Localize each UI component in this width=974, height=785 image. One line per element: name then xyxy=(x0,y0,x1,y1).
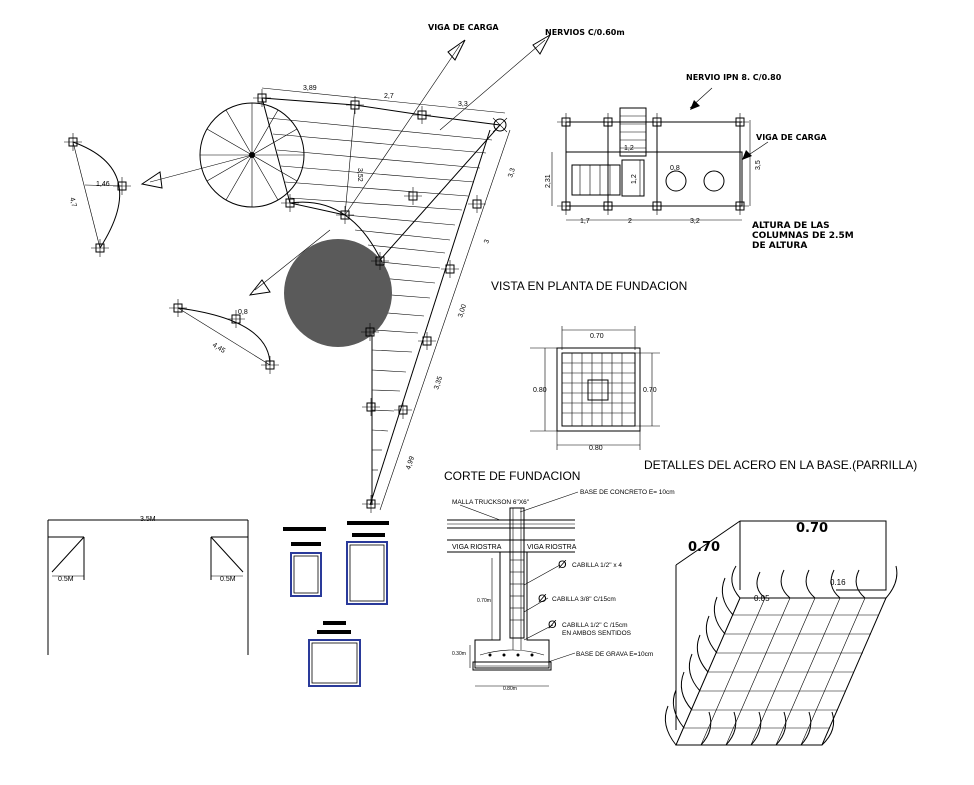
foundation-section: CORTE DE FUNDACION MALLA TRUCKSON 6"X6" xyxy=(444,469,675,692)
curved-edge xyxy=(289,201,383,263)
iso-dim-005: 0.05 xyxy=(754,594,770,603)
plan-dim-9: 0,8 xyxy=(238,309,248,316)
beam-detail: NERVIO IPN 8. C/0.80 VIGA DE CARGA 2,31 … xyxy=(545,73,854,251)
plan-ribs xyxy=(267,117,493,471)
plan-dim-7: 1,46 xyxy=(96,181,110,188)
beam-dim-7: 2 xyxy=(628,218,632,225)
large-circular-column xyxy=(284,239,392,347)
spiral-stair xyxy=(199,102,305,208)
parrilla-plan: 0.70 0.80 0.70 0.80 DETALLES DEL ACERO E… xyxy=(530,326,917,472)
plan-callout-nervios: NERVIOS C/0.60m xyxy=(545,28,625,37)
beam-callout-nervio: NERVIO IPN 8. C/0.80 xyxy=(686,73,782,82)
beam-dim-3: 1,2 xyxy=(631,174,638,184)
corte-base-concreto-label: BASE DE CONCRETO E= 10cm xyxy=(580,489,675,496)
corte-cabilla-1: CABILLA 1/2" x 4 xyxy=(572,562,622,569)
plan-dim-2: 2,7 xyxy=(384,93,394,100)
diameter-icon-1: Ø xyxy=(558,559,567,571)
beam-dim-6: 1,7 xyxy=(580,218,590,225)
portal-frame: 3.5M 0.5M 0.5M xyxy=(47,516,249,655)
frame-right-label: 0.5M xyxy=(220,576,236,583)
corte-title: CORTE DE FUNDACION xyxy=(444,469,580,483)
plan-dim-6: 3 xyxy=(483,239,491,245)
beam-dim-2: 1,2 xyxy=(624,145,634,152)
corte-malla-label: MALLA TRUCKSON 6"X6" xyxy=(452,499,530,506)
corte-riostra-right: VIGA RIOSTRA xyxy=(527,544,577,551)
column-height-note-2: COLUMNAS DE 2.5M xyxy=(752,231,854,241)
left-arc-bottom xyxy=(177,307,271,366)
frame-span-label: 3.5M xyxy=(140,516,156,523)
parrilla-isometric: 0.70 0.70 0.05 0.16 xyxy=(664,520,898,746)
plan-dim-11: 3,00 xyxy=(457,303,468,318)
parrilla-title: DETALLES DEL ACERO EN LA BASE.(PARRILLA) xyxy=(644,458,917,472)
plan-dim-3: 3,3 xyxy=(458,101,468,108)
plan-title: VISTA EN PLANTA DE FUNDACION xyxy=(491,279,687,293)
foundation-plan: VIGA DE CARGA NERVIOS C/0.60m 3,89 2,7 3… xyxy=(64,23,687,513)
beam-callout-viga: VIGA DE CARGA xyxy=(756,133,827,142)
plan-dim-4: 3,3 xyxy=(507,167,517,179)
plan-dim-8: 4,7 xyxy=(68,197,77,208)
beam-dim-8: 3,2 xyxy=(690,218,700,225)
corte-dim-base: 0.30m xyxy=(452,651,466,657)
plan-dim-line-vertical xyxy=(344,104,356,216)
corte-cabilla-2: CABILLA 3/8" C/15cm xyxy=(552,596,616,603)
left-arc-top xyxy=(72,141,121,249)
parrilla-dim-right: 0.70 xyxy=(643,387,657,394)
beam-detail-markers xyxy=(557,113,749,215)
plan-dim-line-diagonal xyxy=(379,129,511,511)
plan-dim-13: 4,99 xyxy=(405,455,416,470)
plan-dim-5: 3,52 xyxy=(356,168,363,182)
beam-dim-5: 3,5 xyxy=(755,160,762,170)
frame-left-label: 0.5M xyxy=(58,576,74,583)
parrilla-dim-top: 0.70 xyxy=(590,333,604,340)
plan-dim-10: 4,45 xyxy=(211,342,226,355)
beam-dim-1: 2,31 xyxy=(545,174,552,188)
column-height-note-3: DE ALTURA xyxy=(752,241,807,251)
corte-dim-height: 0.70m xyxy=(477,598,491,604)
column-height-note-1: ALTURA DE LAS xyxy=(752,221,830,231)
slab-edge-diagonal xyxy=(369,129,491,506)
corte-riostra-left: VIGA RIOSTRA xyxy=(452,544,502,551)
parrilla-dim-left: 0.80 xyxy=(533,387,547,394)
parrilla-dim-bottom: 0.80 xyxy=(589,445,603,452)
plan-dim-1: 3,89 xyxy=(303,85,317,92)
plan-dim-12: 3,35 xyxy=(433,375,444,390)
iso-dim-016: 0.16 xyxy=(830,578,846,587)
corte-cabilla-3b: EN AMBOS SENTIDOS xyxy=(562,630,632,637)
diameter-icon-2: Ø xyxy=(538,593,547,605)
plan-callout-viga: VIGA DE CARGA xyxy=(428,23,499,32)
iso-left-dim: 0.70 xyxy=(688,540,720,555)
plan-column-markers xyxy=(64,89,508,513)
column-sections xyxy=(283,521,389,687)
iso-top-dim: 0.70 xyxy=(796,521,828,536)
diameter-icon-3: Ø xyxy=(548,619,557,631)
beam-dim-4: 0,8 xyxy=(670,165,680,172)
corte-cabilla-3a: CABILLA 1/2" C /15cm xyxy=(562,622,628,629)
corte-dim-width: 0.80m xyxy=(503,686,517,692)
corte-base-grava: BASE DE GRAVA E=10cm xyxy=(576,651,653,658)
